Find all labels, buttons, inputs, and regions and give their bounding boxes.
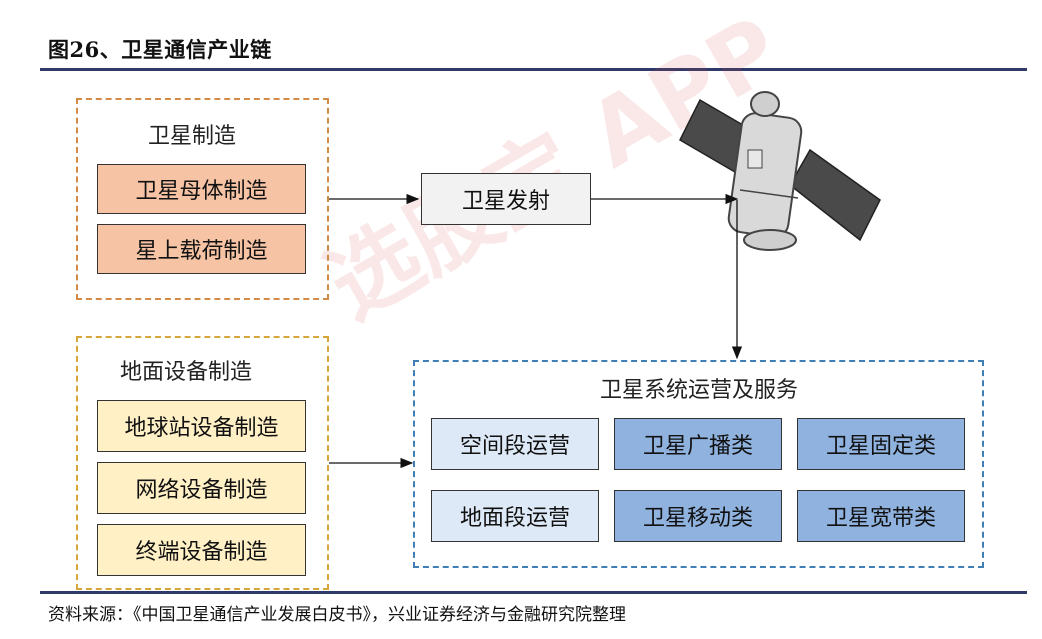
earth-station-equipment-box: 地球站设备制造 — [97, 400, 306, 452]
satellite-fixed-box: 卫星固定类 — [797, 418, 965, 470]
group-title: 卫星制造 — [148, 124, 237, 149]
ground-segment-operations-box: 地面段运营 — [431, 490, 599, 542]
satellite-bus-manufacturing-box: 卫星母体制造 — [97, 164, 306, 214]
terminal-equipment-box: 终端设备制造 — [97, 524, 306, 576]
satellite-launch-box: 卫星发射 — [421, 173, 591, 225]
satellite-broadband-box: 卫星宽带类 — [797, 490, 965, 542]
satellite-mobile-box: 卫星移动类 — [614, 490, 782, 542]
top-rule — [40, 68, 1027, 71]
operations-services-group: 卫星系统运营及服务 — [413, 360, 984, 568]
space-segment-operations-box: 空间段运营 — [431, 418, 599, 470]
page-title: 图26、卫星通信产业链 — [48, 37, 272, 62]
satellite-broadcast-box: 卫星广播类 — [614, 418, 782, 470]
satellite-manufacturing-group: 卫星制造 — [76, 98, 329, 300]
source-note: 资料来源：《中国卫星通信产业发展白皮书》，兴业证券经济与金融研究院整理 — [48, 605, 626, 625]
ground-equipment-group: 地面设备制造 — [76, 336, 329, 590]
satellite-illustration — [679, 91, 881, 251]
network-equipment-box: 网络设备制造 — [97, 462, 306, 514]
payload-manufacturing-box: 星上载荷制造 — [97, 224, 306, 274]
group-title: 卫星系统运营及服务 — [600, 378, 799, 403]
group-title: 地面设备制造 — [120, 360, 253, 385]
bottom-rule — [40, 591, 1027, 594]
